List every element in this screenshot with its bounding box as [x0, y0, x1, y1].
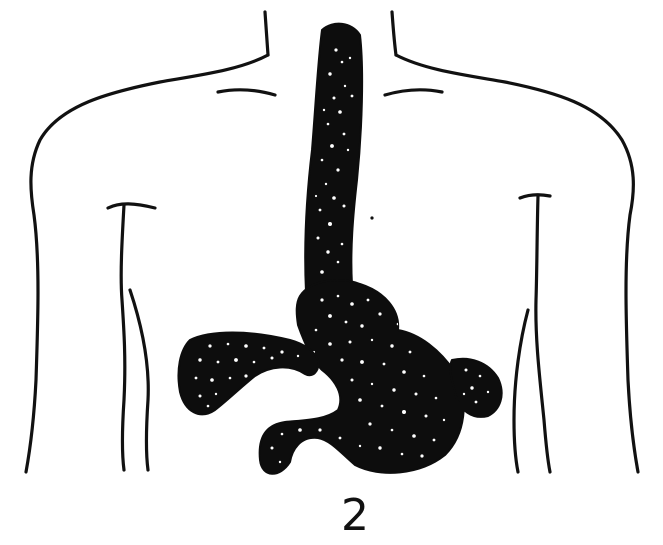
left-arm-edge-line [130, 290, 148, 470]
esophagus [305, 24, 362, 299]
stray-dot [370, 216, 373, 219]
left-torso-side-line [121, 205, 125, 470]
right-torso-side-line [536, 196, 550, 472]
left-lobe [178, 333, 318, 415]
left-inner-arm-line [108, 204, 155, 208]
left-clavicle-line [218, 90, 275, 95]
right-clavicle-line [385, 90, 442, 95]
right-inner-arm-line [520, 195, 550, 198]
stomach [260, 280, 464, 474]
neck-right-line [392, 12, 396, 55]
right-arm-edge-line [514, 310, 528, 472]
panel-number: 2 [341, 490, 369, 541]
neck-left-line [265, 12, 268, 55]
